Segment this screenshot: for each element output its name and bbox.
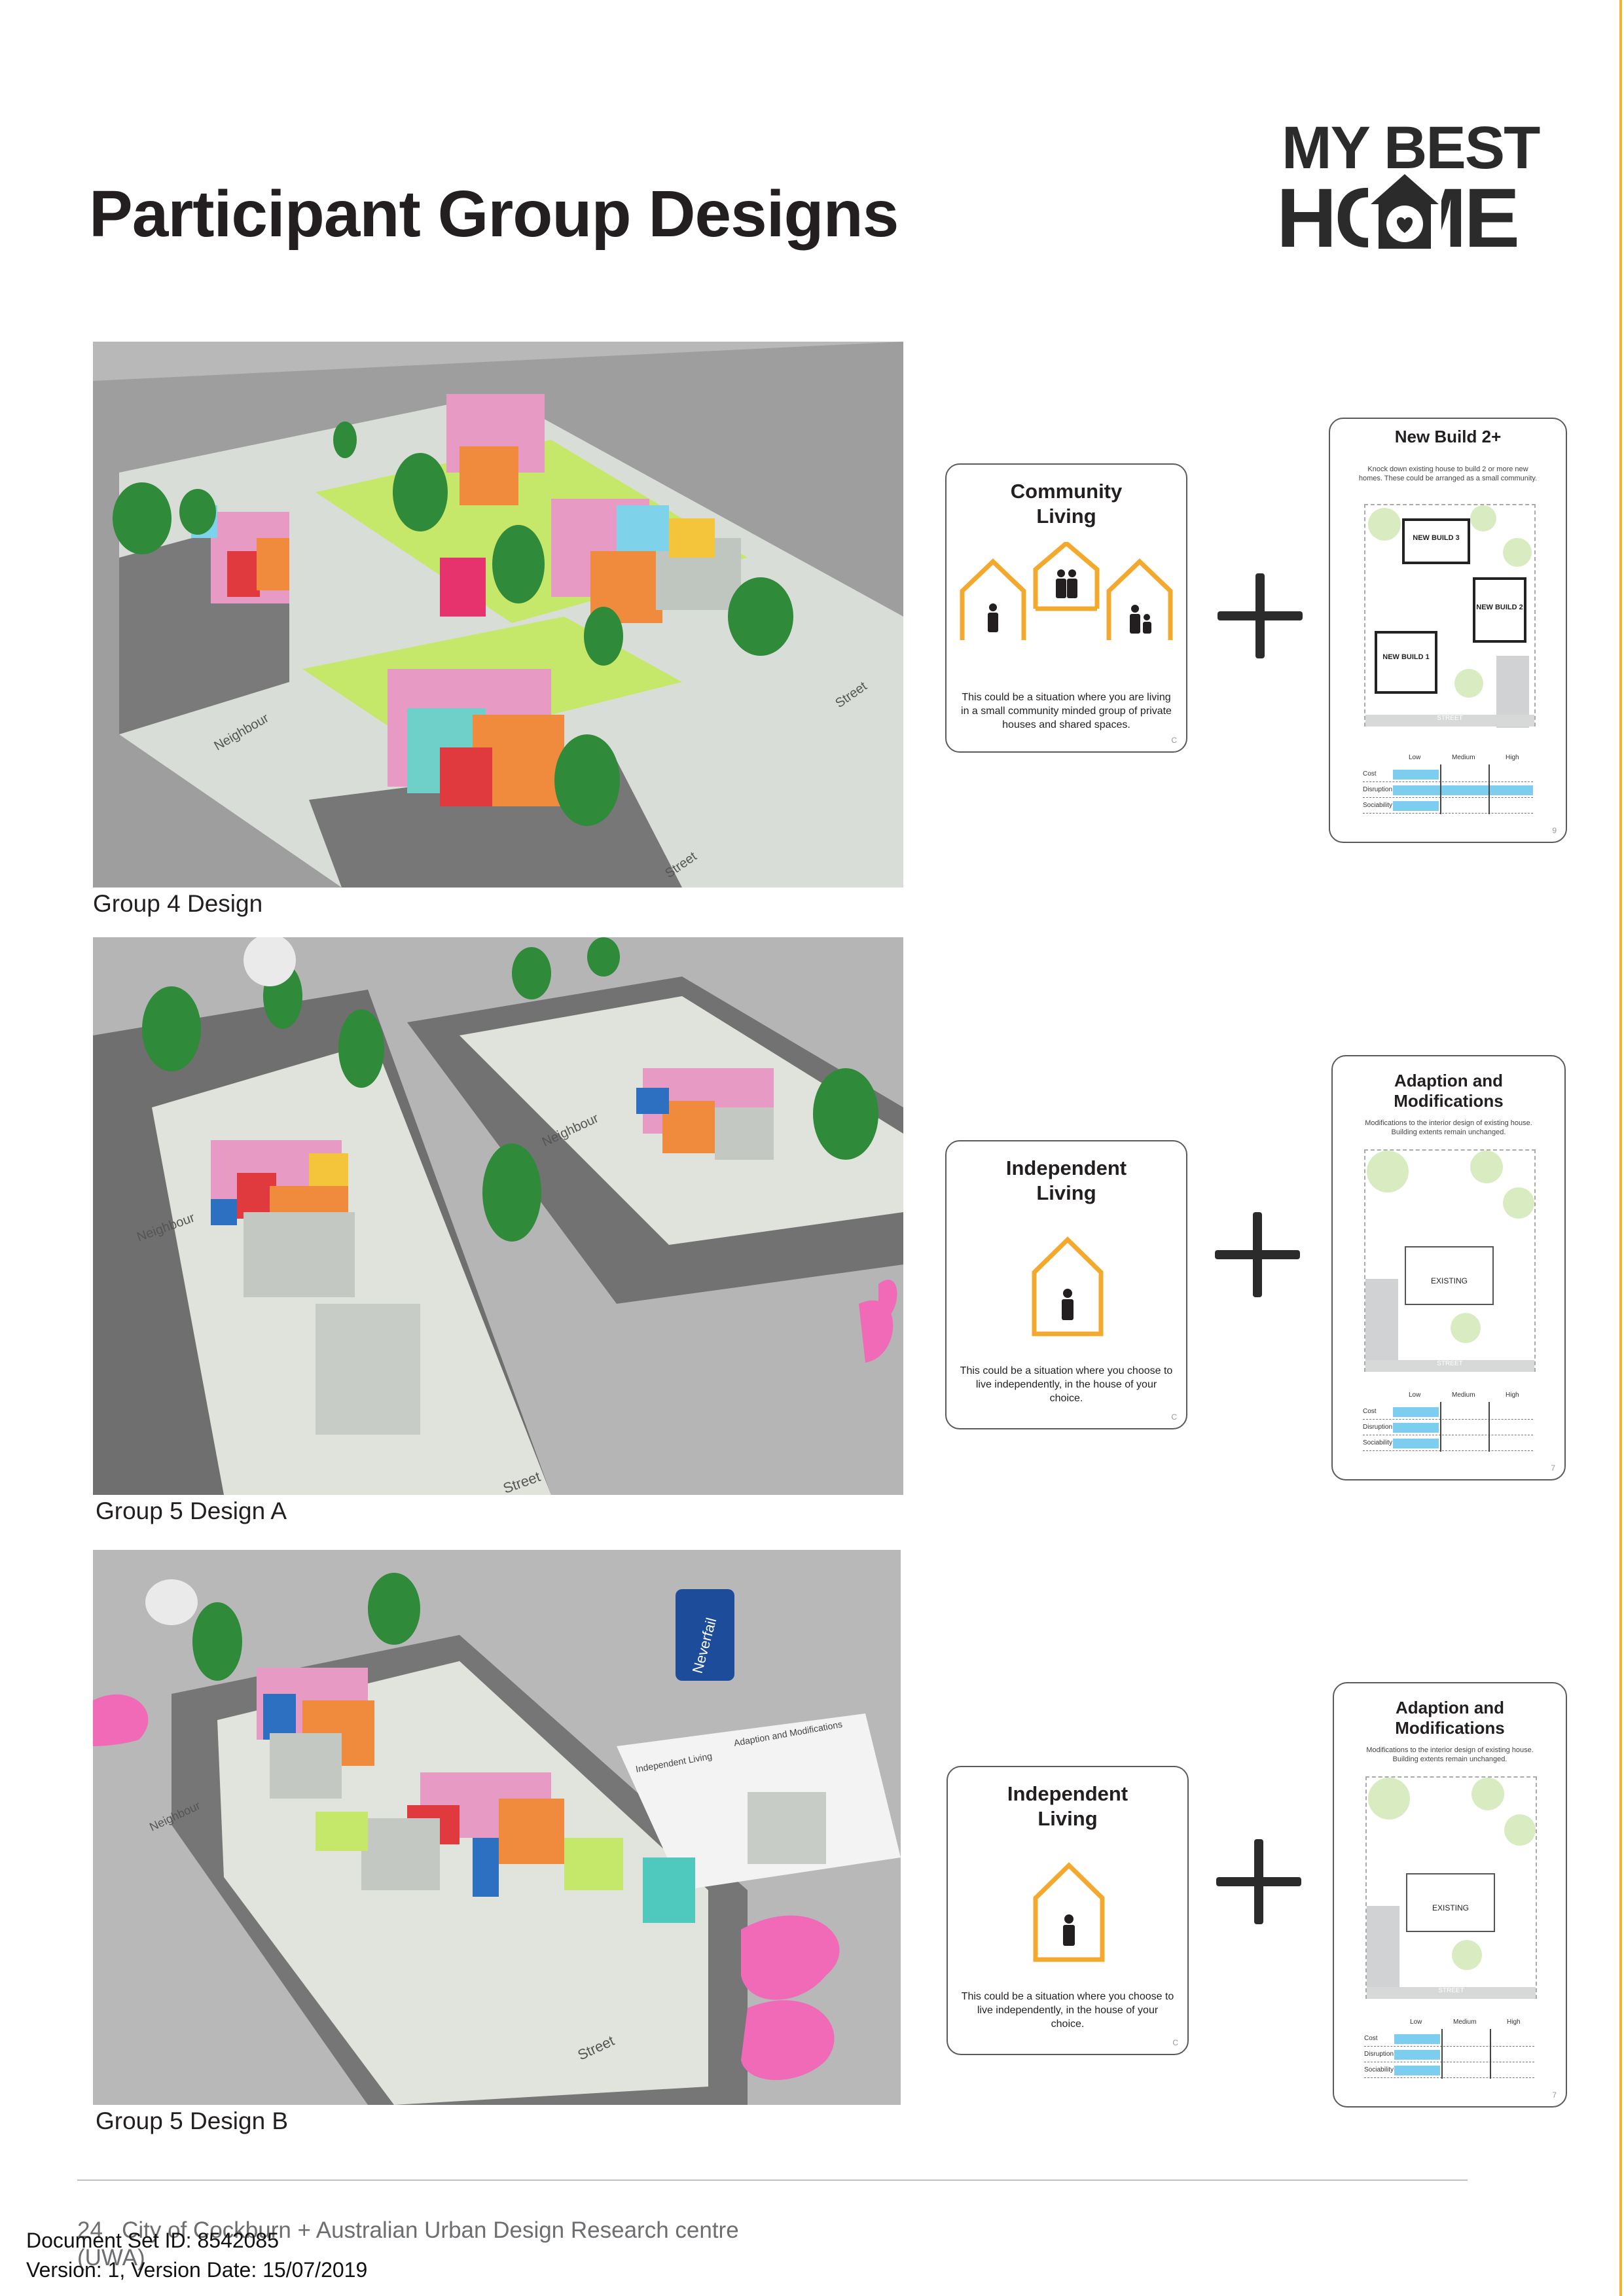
street-label: STREET: [1367, 1987, 1536, 1999]
document-set-stamp: Document Set ID: 8542085: [26, 2229, 280, 2252]
footer-divider: [77, 2179, 1468, 2181]
card-number: 7: [1551, 1463, 1555, 1473]
new-build-3: NEW BUILD 3: [1402, 518, 1470, 564]
existing-building: EXISTING: [1406, 1873, 1495, 1932]
adaption-modifications-card-2: Adaption and Modifications Modifications…: [1333, 1682, 1567, 2108]
footer-org: (UWA): [77, 2245, 145, 2270]
community-living-card: Community Living This could be a situati…: [945, 463, 1187, 753]
group-5-design-a-caption: Group 5 Design A: [96, 1498, 287, 1524]
card-number: C: [1171, 1412, 1177, 1422]
my-best-home-logo: MY BEST HOME: [1276, 111, 1551, 265]
impact-table: Low Medium High Cost Disruption Sociabil…: [1364, 2018, 1538, 2084]
new-build-card: New Build 2+ Knock down existing house t…: [1329, 418, 1567, 843]
site-plan: EXISTING STREET: [1364, 1149, 1536, 1372]
accent-edge-line: [1619, 0, 1622, 2296]
single-house-icon: [1032, 1236, 1104, 1336]
impact-table: Low Medium High Cost Disruption Sociabil…: [1363, 1391, 1537, 1457]
three-houses-icon: [960, 542, 1173, 640]
impact-table: Low Medium High Cost Disruption Sociabil…: [1363, 754, 1537, 819]
card-number: 9: [1552, 826, 1557, 835]
group-5-design-b-caption: Group 5 Design B: [96, 2108, 289, 2134]
option-title-line1: Adaption and: [1394, 1071, 1504, 1090]
card-title-line2: Living: [1038, 1807, 1098, 1830]
card-description: This could be a situation where you choo…: [961, 1991, 1174, 2030]
street-label: STREET: [1365, 1360, 1534, 1372]
footer-text: 24 City of Cockburn + Australian Urban D…: [77, 2217, 739, 2243]
logo-house-heart-icon: [1368, 171, 1441, 253]
card-description: This could be a situation where you are …: [961, 692, 1172, 730]
option-description: Modifications to the interior design of …: [1366, 1746, 1534, 1763]
logo-line1: MY BEST: [1282, 115, 1540, 181]
option-description: Knock down existing house to build 2 or …: [1358, 465, 1538, 482]
card-title-line1: Community: [1010, 480, 1123, 503]
page-title: Participant Group Designs: [89, 177, 899, 251]
new-build-2: NEW BUILD 2: [1473, 577, 1526, 643]
adaption-modifications-card: Adaption and Modifications Modifications…: [1331, 1055, 1566, 1480]
option-description: Modifications to the interior design of …: [1365, 1119, 1532, 1136]
card-title-line2: Living: [1036, 1181, 1096, 1204]
group-5-design-a-photo: Neighbour Neighbour Street: [93, 937, 903, 1495]
plus-icon: [1216, 1839, 1301, 1924]
card-title-line2: Living: [1036, 505, 1096, 528]
card-title-line1: Independent: [1005, 1157, 1127, 1179]
new-build-1: NEW BUILD 1: [1375, 631, 1437, 694]
option-title-line1: Adaption and: [1395, 1698, 1505, 1717]
plus-icon: [1218, 573, 1303, 658]
group-4-caption: Group 4 Design: [93, 890, 263, 917]
plus-icon: [1215, 1212, 1300, 1297]
card-number: C: [1172, 2038, 1178, 2047]
site-plan: EXISTING STREET: [1365, 1776, 1537, 1999]
card-number: 7: [1552, 2090, 1557, 2100]
option-title: New Build 2+: [1394, 427, 1502, 446]
existing-building: EXISTING: [1405, 1246, 1494, 1305]
group-5-design-b-photo: Neighbour Street Independent Living Adap…: [93, 1550, 901, 2105]
option-title-line2: Modifications: [1395, 1718, 1505, 1738]
option-title-line2: Modifications: [1394, 1091, 1504, 1111]
card-title-line1: Independent: [1007, 1782, 1128, 1805]
site-plan: NEW BUILD 3 NEW BUILD 2 NEW BUILD 1 STRE…: [1364, 504, 1536, 728]
group-4-design-photo: Neighbour Street Street: [93, 342, 903, 888]
independent-living-card-2: Independent Living This could be a situa…: [947, 1766, 1189, 2055]
independent-living-card: Independent Living This could be a situa…: [945, 1140, 1187, 1429]
card-description: This could be a situation where you choo…: [960, 1365, 1173, 1404]
street-label: STREET: [1365, 715, 1534, 726]
card-number: C: [1171, 736, 1177, 745]
version-stamp: Version: 1, Version Date: 15/07/2019: [26, 2258, 368, 2282]
single-house-icon: [1033, 1862, 1105, 1962]
